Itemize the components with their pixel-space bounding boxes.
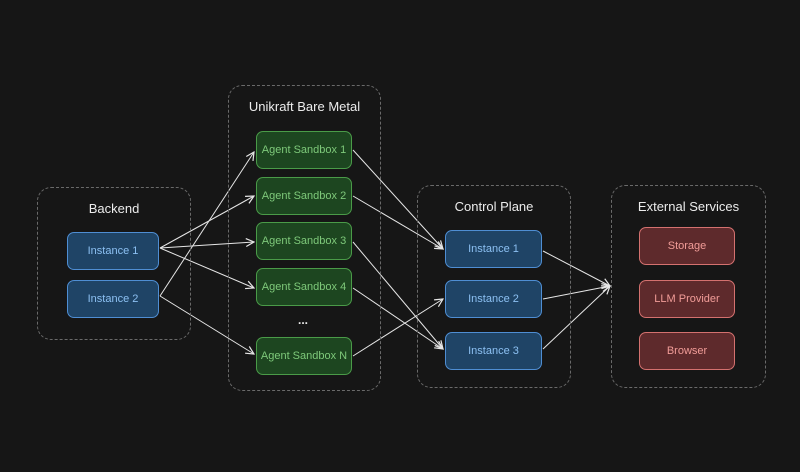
storage-service[interactable]: Storage [639, 227, 735, 265]
control-plane-instance-3[interactable]: Instance 3 [445, 332, 542, 370]
backend-title: Backend [88, 201, 140, 216]
agent-sandbox-4[interactable]: Agent Sandbox 4 [256, 268, 352, 306]
browser-service[interactable]: Browser [639, 332, 735, 370]
agent-sandbox-2[interactable]: Agent Sandbox 2 [256, 177, 352, 215]
control-plane-title: Control Plane [454, 199, 534, 214]
backend-group: Backend [37, 187, 191, 340]
unikraft-title: Unikraft Bare Metal [248, 99, 361, 114]
agent-sandbox-1[interactable]: Agent Sandbox 1 [256, 131, 352, 169]
external-services-group: External Services [611, 185, 766, 388]
control-plane-instance-2[interactable]: Instance 2 [445, 280, 542, 318]
external-services-title: External Services [637, 199, 740, 214]
backend-instance-2[interactable]: Instance 2 [67, 280, 159, 318]
agent-sandbox-3[interactable]: Agent Sandbox 3 [256, 222, 352, 260]
control-plane-group: Control Plane [417, 185, 571, 388]
unikraft-group: Unikraft Bare Metal [228, 85, 381, 391]
agent-sandbox-n[interactable]: Agent Sandbox N [256, 337, 352, 375]
llm-provider-service[interactable]: LLM Provider [639, 280, 735, 318]
sandbox-ellipsis: ... [297, 313, 308, 327]
control-plane-instance-1[interactable]: Instance 1 [445, 230, 542, 268]
backend-instance-1[interactable]: Instance 1 [67, 232, 159, 270]
